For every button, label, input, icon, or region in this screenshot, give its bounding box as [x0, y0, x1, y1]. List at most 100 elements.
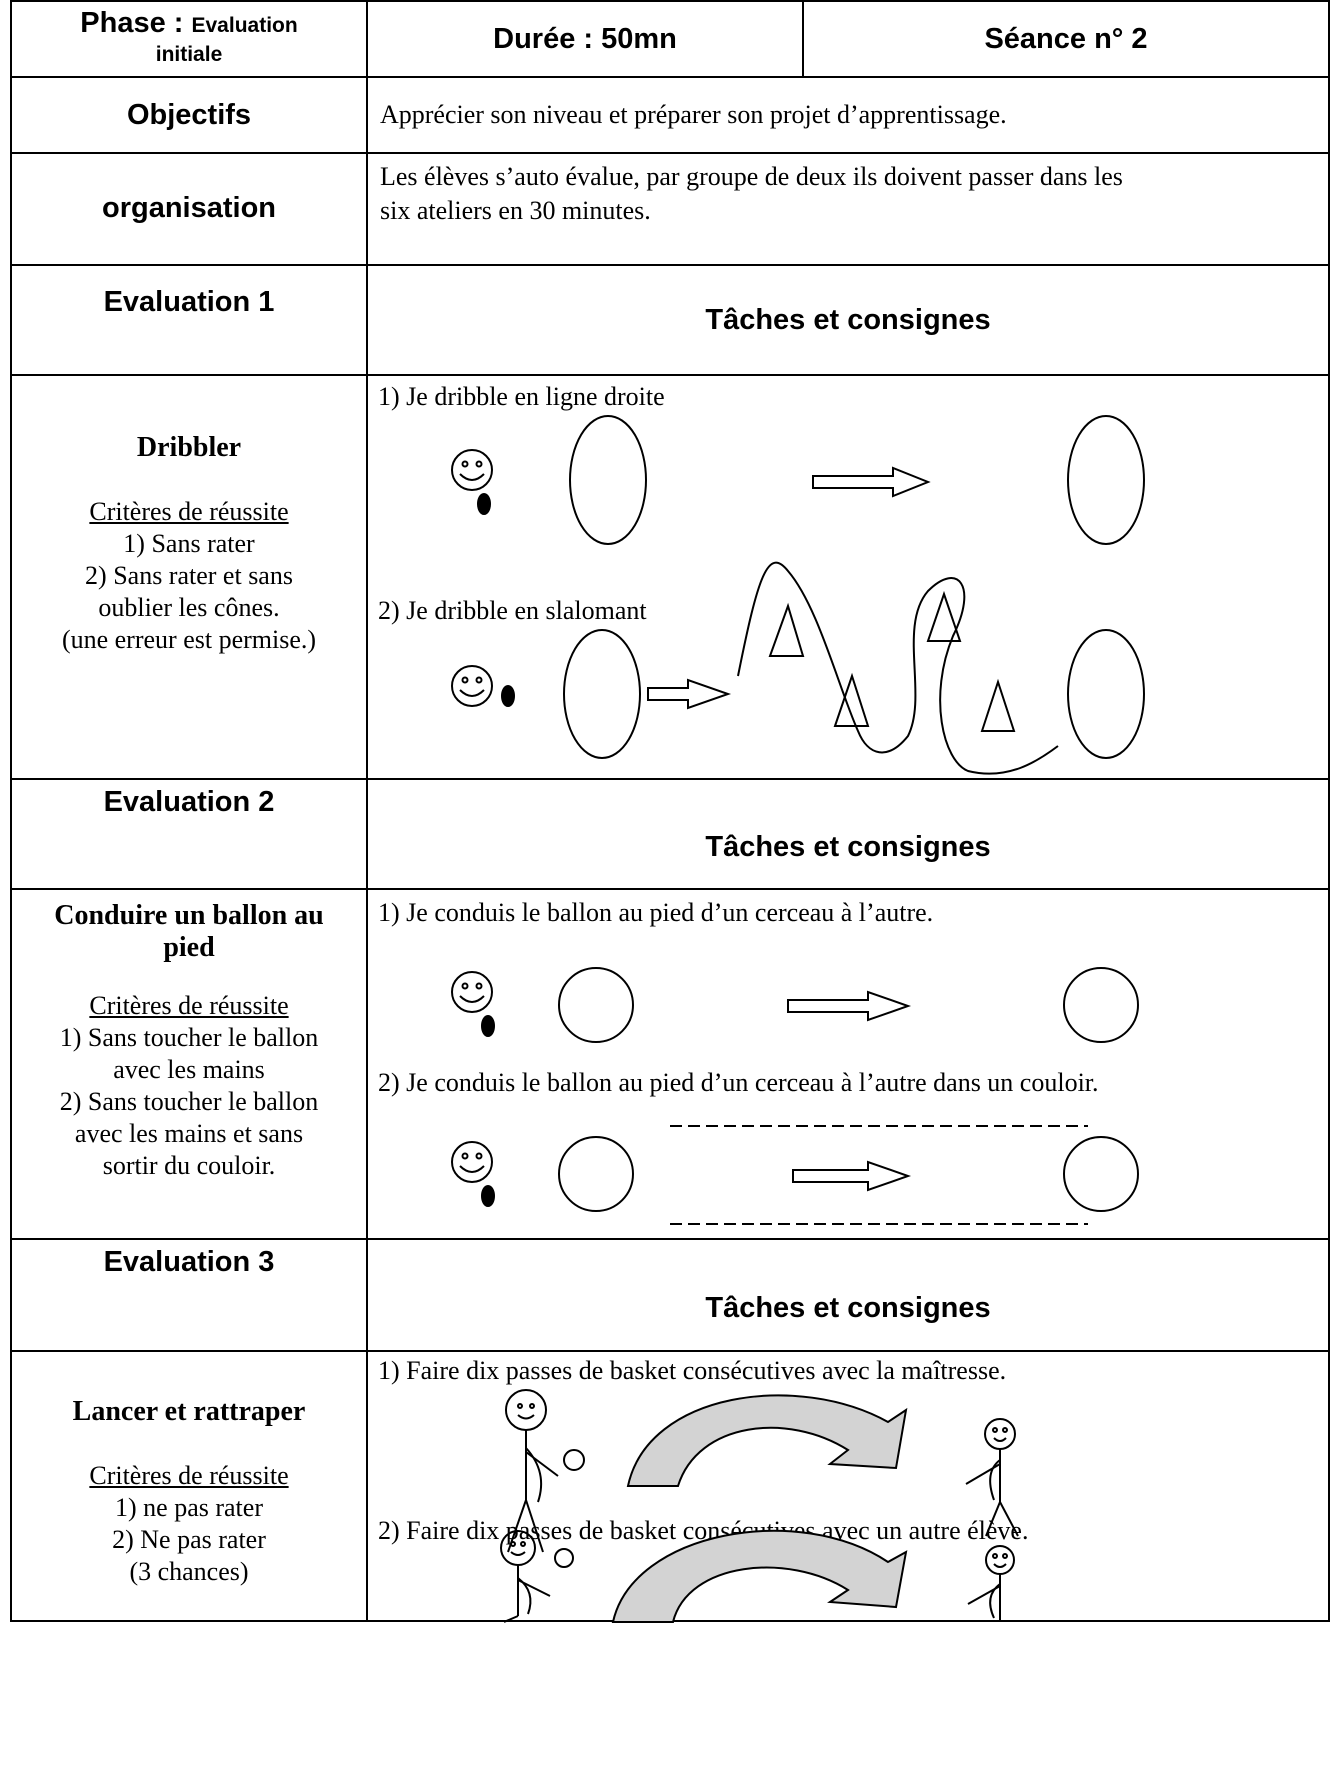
- ball-icon: [477, 493, 491, 515]
- arrow-right-icon: [647, 678, 732, 710]
- eval2-criteria-title: Critères de réussite: [89, 991, 289, 1020]
- cone-icon: [768, 602, 805, 657]
- seance-cell: Séance n° 2: [802, 0, 1330, 78]
- organisation-line-2: six ateliers en 30 minutes.: [380, 196, 651, 225]
- phase-value-2: initiale: [155, 43, 223, 66]
- eval3-criterion: 1) ne pas rater: [115, 1493, 263, 1522]
- objectifs-text-cell: Apprécier son niveau et préparer son pro…: [366, 76, 1330, 154]
- organisation-label: organisation: [101, 192, 276, 224]
- smiley-icon: [451, 971, 493, 1013]
- objectifs-label-cell: Objectifs: [10, 76, 368, 154]
- hoop-icon: [569, 415, 647, 545]
- eval3-tasks-title: Tâches et consignes: [705, 1291, 991, 1324]
- header-row: Phase : Evaluation initiale Durée : 50mn…: [10, 0, 1330, 78]
- lesson-table: Phase : Evaluation initiale Durée : 50mn…: [10, 0, 1330, 1623]
- organisation-text-cell: Les élèves s’auto évalue, par groupe de …: [366, 152, 1330, 266]
- eval3-tasks-cell: Tâches et consignes: [366, 1238, 1330, 1352]
- hoop-icon: [1067, 629, 1145, 759]
- eval2-diagram-cell: 1) Je conduis le ballon au pied d’un cer…: [366, 888, 1330, 1240]
- hoop-icon: [1067, 415, 1145, 545]
- eval1-criterion: (une erreur est permise.): [61, 625, 317, 654]
- eval3-criterion: 2) Ne pas rater: [112, 1525, 266, 1554]
- eval1-criteria-title: Critères de réussite: [89, 497, 289, 526]
- eval2-label: Evaluation 2: [103, 786, 275, 818]
- ball-icon: [481, 1185, 495, 1207]
- eval2-skill-line-1: Conduire un ballon au: [54, 900, 324, 931]
- smiley-icon: [451, 1141, 493, 1183]
- eval1-header-row: Evaluation 1 Tâches et consignes: [10, 264, 1330, 376]
- eval1-criteria-cell: Dribbler Critères de réussite 1) Sans ra…: [10, 374, 368, 780]
- eval2-label-cell: Evaluation 2: [10, 778, 368, 890]
- stick-figure-icon: [967, 1545, 1015, 1620]
- cone-icon: [980, 678, 1016, 732]
- objectifs-text: Apprécier son niveau et préparer son pro…: [380, 100, 1007, 129]
- eval1-tasks-cell: Tâches et consignes: [366, 264, 1330, 376]
- smiley-icon: [451, 449, 493, 491]
- ball-icon: [563, 1449, 585, 1471]
- eval1-criterion: 1) Sans rater: [123, 529, 255, 558]
- organisation-row: organisation Les élèves s’auto évalue, p…: [10, 152, 1330, 266]
- eval2-criterion: sortir du couloir.: [102, 1151, 276, 1180]
- eval1-label: Evaluation 1: [103, 286, 275, 318]
- cone-icon: [833, 672, 870, 727]
- eval2-skill-line-2: pied: [163, 932, 215, 963]
- eval3-diagram-cell: 1) Faire dix passes de basket consécutiv…: [366, 1350, 1330, 1623]
- eval2-diagram: [451, 967, 1139, 1225]
- eval2-tasks-cell: Tâches et consignes: [366, 778, 1330, 890]
- eval3-label: Evaluation 3: [103, 1246, 275, 1278]
- eval1-diagram-cell: 1) Je dribble en ligne droite 2) Je drib…: [366, 374, 1330, 780]
- eval2-header-row: Evaluation 2 Tâches et consignes: [10, 778, 1330, 890]
- phase-label: Phase :: [80, 7, 192, 39]
- pass-arrow-icon: [611, 1529, 908, 1623]
- phase-cell: Phase : Evaluation initiale: [10, 0, 368, 78]
- eval2-criteria-cell: Conduire un ballon au pied Critères de r…: [10, 888, 368, 1240]
- stick-figure-icon: [505, 1389, 559, 1553]
- hoop-icon: [1063, 967, 1139, 1043]
- objectifs-row: Objectifs Apprécier son niveau et prépar…: [10, 76, 1330, 154]
- ball-icon: [481, 1015, 495, 1037]
- eval1-criterion: oublier les cônes.: [98, 593, 280, 622]
- eval3-step-1: 1) Faire dix passes de basket consécutiv…: [378, 1356, 1007, 1385]
- hoop-icon: [558, 967, 634, 1043]
- eval1-skill: Dribbler: [136, 432, 242, 463]
- eval3-criteria-title: Critères de réussite: [89, 1461, 289, 1490]
- eval1-step-2: 2) Je dribble en slalomant: [378, 596, 647, 625]
- stick-figure-icon: [965, 1418, 1019, 1537]
- eval3-criteria-cell: Lancer et rattraper Critères de réussite…: [10, 1350, 368, 1622]
- eval2-tasks-title: Tâches et consignes: [705, 830, 991, 863]
- seance-text: Séance n° 2: [984, 22, 1148, 55]
- eval1-body-row: Dribbler Critères de réussite 1) Sans ra…: [10, 374, 1330, 780]
- eval2-criterion: 1) Sans toucher le ballon: [59, 1023, 319, 1052]
- cone-icon: [926, 590, 962, 642]
- hoop-icon: [558, 1136, 634, 1212]
- phase-value: Evaluation: [191, 14, 298, 37]
- eval3-header-row: Evaluation 3 Tâches et consignes: [10, 1238, 1330, 1352]
- eval2-step-1: 1) Je conduis le ballon au pied d’un cer…: [378, 898, 934, 927]
- duree-text: Durée : 50mn: [493, 22, 677, 55]
- ball-icon: [501, 685, 515, 707]
- duree-cell: Durée : 50mn: [366, 0, 804, 78]
- eval1-tasks-title: Tâches et consignes: [705, 303, 991, 336]
- eval2-criterion: 2) Sans toucher le ballon: [59, 1087, 319, 1116]
- slalom-path: [737, 561, 1059, 775]
- eval2-body-row: Conduire un ballon au pied Critères de r…: [10, 888, 1330, 1240]
- eval1-step-1: 1) Je dribble en ligne droite: [378, 382, 665, 411]
- arrow-right-icon: [812, 466, 931, 498]
- eval1-criterion: 2) Sans rater et sans: [85, 561, 293, 590]
- arrow-right-icon: [792, 1160, 912, 1192]
- eval3-criterion: (3 chances): [129, 1557, 249, 1586]
- hoop-icon: [1063, 1136, 1139, 1212]
- arrow-right-icon: [787, 990, 912, 1022]
- organisation-label-cell: organisation: [10, 152, 368, 266]
- eval3-label-cell: Evaluation 3: [10, 1238, 368, 1352]
- organisation-line-1: Les élèves s’auto évalue, par groupe de …: [380, 162, 1123, 191]
- eval1-label-cell: Evaluation 1: [10, 264, 368, 376]
- eval3-skill: Lancer et rattraper: [72, 1396, 306, 1427]
- ball-icon: [554, 1548, 574, 1568]
- smiley-icon: [451, 665, 493, 707]
- hoop-icon: [563, 629, 641, 759]
- objectifs-label: Objectifs: [126, 98, 252, 131]
- stick-figure-icon: [500, 1530, 551, 1623]
- eval1-diagram: [451, 415, 1145, 775]
